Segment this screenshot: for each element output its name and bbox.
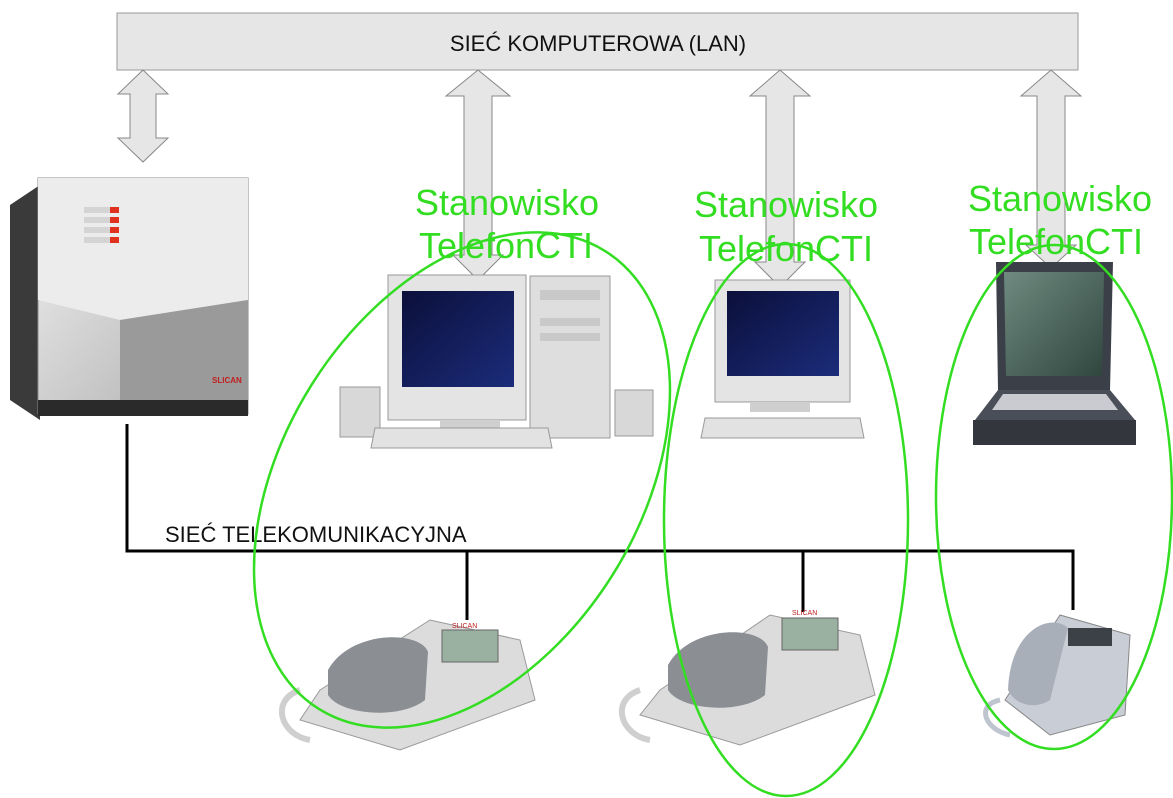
desk-phone-1: SLICAN <box>278 619 536 751</box>
desk-phone-2: SLICAN <box>618 610 876 746</box>
workstation-1-ellipse <box>252 231 672 729</box>
workstation-2-line1: Stanowisko <box>694 184 878 225</box>
pbx-link-arrow <box>116 69 170 163</box>
pbx-unit: SLICAN <box>10 177 249 420</box>
lan-arrows <box>116 69 1083 288</box>
lan-bar: SIEĆ KOMPUTEROWA (LAN) <box>116 12 1079 71</box>
workstation-2-ellipse <box>662 242 910 798</box>
desktop-pc-2 <box>700 279 865 439</box>
pbx-logo: SLICAN <box>212 376 242 385</box>
workstation-1-line1: Stanowisko <box>415 182 599 223</box>
workstation-labels: Stanowisko TelefonCTI Stanowisko Telefon… <box>415 178 1152 269</box>
workstation-3-line2: TelefonCTI <box>969 221 1143 262</box>
workstation-1-line2: TelefonCTI <box>419 225 593 266</box>
phone-1-logo: SLICAN <box>452 623 477 630</box>
workstation-2-line2: TelefonCTI <box>699 228 873 269</box>
pbx-led-panel <box>84 207 119 243</box>
desk-phone-3 <box>983 614 1131 738</box>
laptop <box>973 262 1136 445</box>
workstation-3-ellipse <box>934 243 1173 751</box>
phone-2-logo: SLICAN <box>792 610 817 617</box>
lan-label: SIEĆ KOMPUTEROWA (LAN) <box>450 31 746 56</box>
workstation-highlights <box>252 231 1173 798</box>
desktop-pc-1 <box>339 274 654 449</box>
telecom-lines <box>125 424 1075 620</box>
telecom-label: SIEĆ TELEKOMUNIKACYJNA <box>165 522 467 547</box>
workstation-3-line1: Stanowisko <box>968 178 1152 219</box>
